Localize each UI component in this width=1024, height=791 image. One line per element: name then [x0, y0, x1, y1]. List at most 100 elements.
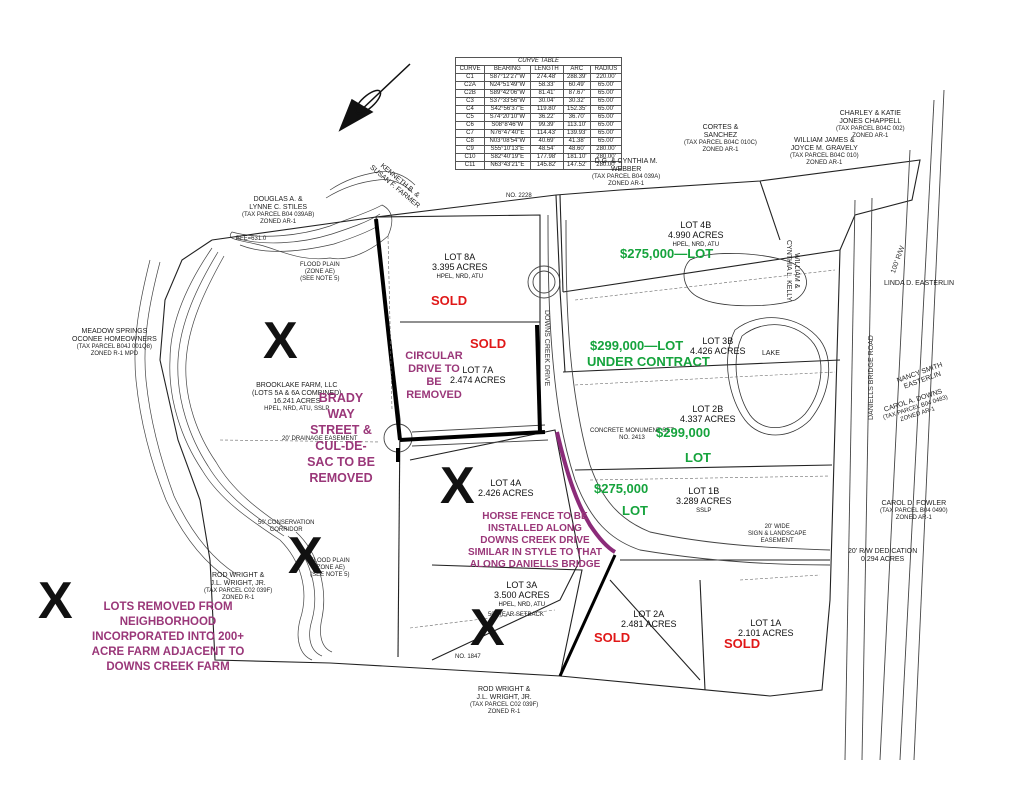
status-sold-1a: SOLD: [724, 636, 761, 651]
no-2228-label: NO. 2228: [506, 193, 532, 199]
curve-table-cell: C8: [454, 137, 486, 146]
plat-line: NO. 2413: [619, 435, 645, 441]
lot-line: 4.990 ACRES: [668, 230, 724, 240]
curve-table-header: ARC: [562, 65, 591, 74]
note-circular-drive: CIRCULAR DRIVE TO BE REMOVED: [398, 350, 470, 402]
lot-label-3a: LOT 3A 3.500 ACRES HPEL, NRD, ATU: [494, 580, 550, 610]
price-lot-2b-line1: $299,000: [656, 425, 711, 440]
curve-table-cell: S42°56'37"E: [484, 105, 531, 114]
removed-lot-x-mark: X: [440, 457, 475, 515]
curve-table-cell: 280.00': [589, 161, 623, 170]
lake-outline: [683, 253, 830, 436]
status-sold-2a: SOLD: [594, 630, 631, 645]
curve-table-cell: N24°51'49"W: [484, 81, 531, 90]
price-lot-1b-line2: LOT: [622, 503, 648, 518]
curve-table-cell: 81.41': [529, 89, 564, 98]
curve-table-title: CURVE TABLE: [455, 57, 622, 65]
note-line: DOWNS CREEK DRIVE: [480, 535, 590, 546]
lot-line: LOT 2B: [692, 404, 724, 414]
lot-line: LOT 2A: [633, 609, 665, 619]
curve-table-cell: S89°42'06"W: [484, 89, 531, 98]
plat-line: EASEMENT: [760, 538, 794, 544]
curve-table-cell: 220.00': [589, 73, 623, 82]
note-line: ALONG DANIELLS BRIDGE: [469, 559, 601, 570]
lot-line: HPEL, NRD, ATU: [498, 602, 546, 608]
curve-table-cell: S08°8'46"W: [484, 121, 531, 130]
curve-table: CURVE TABLE CURVE BEARING LENGTH ARC RAD…: [454, 57, 623, 170]
lot-line: 2.426 ACRES: [478, 488, 534, 498]
curve-table-header: CURVE: [454, 65, 486, 74]
owner-line: (TAX PARCEL B04C 010): [790, 153, 859, 159]
note-line: BE: [426, 376, 442, 388]
lot-label-8a: LOT 8A 3.395 ACRES HPEL, NRD, ATU: [432, 252, 488, 282]
owner-line: (TAX PARCEL B04 039AB): [242, 212, 315, 218]
owner-line: (LOTS 5A & 6A COMBINED): [252, 390, 342, 397]
curve-table-cell: 288.39': [562, 73, 591, 82]
curve-table-cell: C3: [454, 97, 486, 106]
curve-table-cell: 36.22': [529, 113, 564, 122]
curve-table-cell: 139.93': [562, 129, 591, 138]
lot-line: 4.337 ACRES: [680, 414, 736, 424]
flood-plain-contours: [134, 171, 416, 661]
price-lot-3b-line1: $299,000—LOT: [590, 338, 684, 353]
note-line: DOWNS CREEK FARM: [106, 661, 230, 673]
curve-table-header: BEARING: [484, 65, 531, 74]
note-line: NEIGHBORHOOD: [119, 616, 217, 628]
curve-table-cell: 152.35': [562, 105, 591, 114]
owner-line: LYNNE C. STILES: [249, 204, 308, 211]
curve-table-cell: 60.49': [562, 81, 591, 90]
status-sold-7a: SOLD: [470, 336, 507, 351]
plat-line: (ZONE AE): [304, 269, 335, 275]
lot-line: HPEL, NRD, ATU: [436, 274, 484, 280]
road-label-downs-creek: DOWNS CREEK DRIVE: [543, 310, 550, 387]
note-line: BRADY: [318, 391, 364, 405]
drainage-easement-label: 20' DRAINAGE EASEMENT: [282, 436, 358, 442]
owner-brooklake: BROOKLAKE FARM, LLC (LOTS 5A & 6A COMBIN…: [252, 382, 341, 413]
curve-table-cell: N03°08'54"W: [484, 137, 531, 146]
owner-line: ZONED AR-1: [852, 133, 889, 139]
note-line: INCORPORATED INTO 200+: [92, 631, 244, 643]
price-lot-2b-line2: LOT: [685, 450, 711, 465]
setback-label: 50' REAR SETBACK: [488, 612, 544, 618]
plat-line: CORRIDOR: [269, 527, 303, 533]
curve-table-cell: 30.32': [562, 97, 591, 106]
curve-table-cell: C7: [454, 129, 486, 138]
owner-line: HPEL, NRD, ATU, SSLP: [264, 406, 330, 412]
no-1847-label: NO. 1847: [455, 654, 481, 660]
owner-line: BROOKLAKE FARM, LLC: [256, 382, 338, 389]
lot-line: 3.500 ACRES: [494, 590, 550, 600]
owner-douglas: DOUGLAS A. & LYNNE C. STILES (TAX PARCEL…: [242, 196, 314, 226]
lot-line: SSLP: [696, 508, 712, 514]
curve-table-cell: 99.39': [529, 121, 564, 130]
owner-line: WILLIAM &: [793, 252, 800, 289]
owner-line: ROD WRIGHT &: [211, 572, 265, 579]
flood-plain-label: FLOOD PLAIN (ZONE AE) (SEE NOTE 5): [300, 262, 340, 283]
price-lot-1b-line1: $275,000: [594, 481, 649, 496]
curve-table-cell: S74°20'10"W: [484, 113, 531, 122]
curve-table-cell: C4: [454, 105, 486, 114]
owner-line: JONES CHAPPELL: [839, 118, 902, 125]
bfe-label: BFE=631.0: [236, 236, 267, 242]
curve-table-cell: C10: [454, 153, 486, 162]
plat-line: CONCRETE MONUMENT SET: [590, 428, 674, 434]
owner-line: (TAX PARCEL C02 039F): [204, 588, 273, 594]
lot-label-1a: LOT 1A 2.101 ACRES: [738, 618, 794, 638]
curve-table-cell: 58.33': [529, 81, 564, 90]
owner-dg-webber: D.G. & CYNTHIA M. WEBBER (TAX PARCEL B04…: [592, 158, 660, 188]
curve-table-cell: S37°33'56"W: [484, 97, 531, 106]
street-removal-lines: [374, 218, 546, 462]
owner-linda: LINDA D. EASTERLIN: [884, 280, 954, 288]
lot-line: LOT 4A: [490, 478, 522, 488]
curve-table-cell: 274.48': [529, 73, 564, 82]
monument-label: CONCRETE MONUMENT SET NO. 2413: [590, 428, 674, 442]
note-line: DRIVE TO: [408, 363, 460, 375]
owner-rod-bottom: ROD WRIGHT & J.L. WRIGHT, JR. (TAX PARCE…: [470, 686, 538, 716]
owner-line: DOUGLAS A. &: [253, 196, 303, 203]
owner-line: ZONED AR-1: [260, 219, 297, 225]
owner-line: ZONED R-1: [221, 595, 255, 601]
